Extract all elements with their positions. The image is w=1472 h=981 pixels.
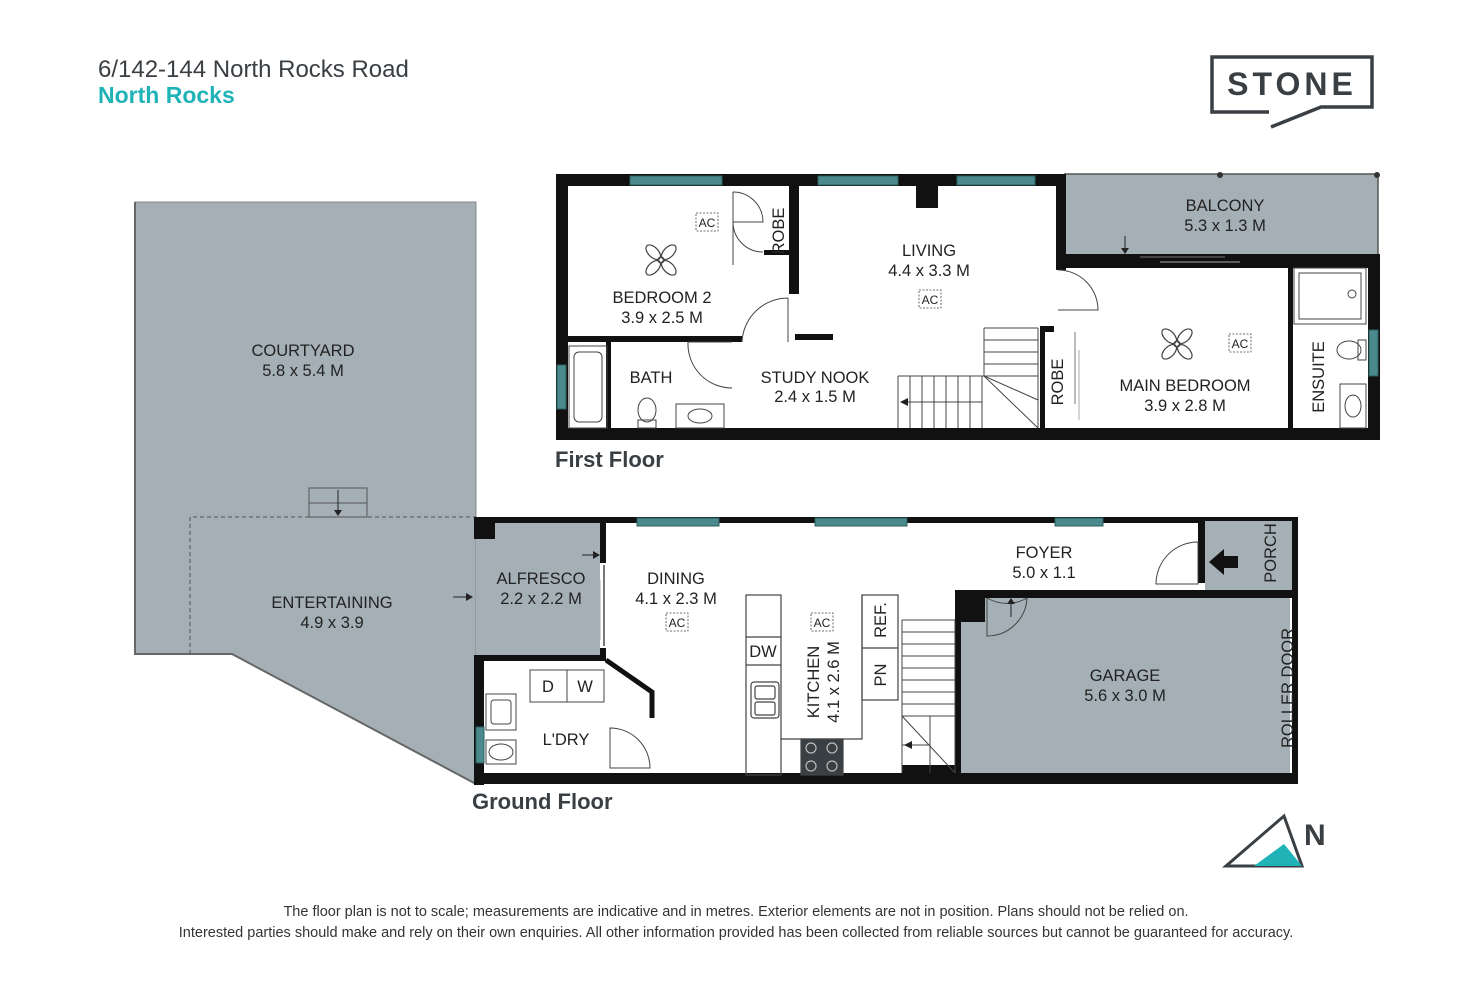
ensuite-name: ENSUITE bbox=[1310, 341, 1328, 413]
fan-icon-bedroom2 bbox=[645, 244, 677, 276]
fridge-label: REF. bbox=[872, 602, 890, 638]
fan-icon-main-bedroom bbox=[1161, 328, 1193, 360]
porch-entry-arrow bbox=[1209, 549, 1238, 575]
bath-name: BATH bbox=[630, 369, 673, 387]
svg-text:AC: AC bbox=[699, 216, 716, 230]
alfresco-area bbox=[476, 518, 600, 658]
property-suburb: North Rocks bbox=[98, 82, 235, 108]
first-windows bbox=[556, 175, 1379, 410]
ground-stairs bbox=[901, 619, 956, 774]
courtyard-name: COURTYARD bbox=[252, 342, 355, 360]
kitchen-name: KITCHEN bbox=[805, 646, 823, 718]
disclaimer-line-1: The floor plan is not to scale; measurem… bbox=[283, 904, 1189, 920]
balcony-size: 5.3 x 1.3 M bbox=[1184, 217, 1266, 235]
laundry-fixtures bbox=[485, 669, 605, 765]
balcony-area bbox=[1064, 174, 1378, 254]
foyer-name: FOYER bbox=[1016, 544, 1073, 562]
property-address: 6/142-144 North Rocks Road bbox=[98, 56, 409, 83]
entertaining-size: 4.9 x 3.9 bbox=[300, 614, 363, 632]
dryer-label: D bbox=[542, 678, 554, 696]
garage-name: GARAGE bbox=[1090, 667, 1161, 685]
disclaimer-line-2: Interested parties should make and rely … bbox=[178, 925, 1294, 941]
laundry-wall bbox=[604, 657, 655, 718]
main-bedroom-name: MAIN BEDROOM bbox=[1119, 377, 1250, 395]
ground-floor-title: Ground Floor bbox=[472, 789, 613, 814]
ground-windows bbox=[475, 517, 1104, 764]
courtyard-area bbox=[134, 201, 477, 785]
stone-logo: STONE bbox=[1210, 55, 1374, 129]
first-stairs bbox=[897, 327, 1039, 429]
alfresco-size: 2.2 x 2.2 M bbox=[500, 590, 582, 608]
courtyard-size: 5.8 x 5.4 M bbox=[262, 362, 344, 380]
svg-text:AC: AC bbox=[922, 293, 939, 307]
first-floor-title: First Floor bbox=[555, 447, 664, 472]
pantry-label: PN bbox=[872, 664, 890, 687]
garage-area bbox=[960, 598, 1290, 778]
kitchen-bench bbox=[745, 594, 899, 776]
garage-size: 5.6 x 3.0 M bbox=[1084, 687, 1166, 705]
svg-text:AC: AC bbox=[1232, 337, 1249, 351]
bedroom2-size: 3.9 x 2.5 M bbox=[621, 309, 703, 327]
ac-unit-icon: AC AC AC AC AC bbox=[665, 212, 1252, 632]
robe1-name: ROBE bbox=[770, 208, 788, 255]
courtyard-outline bbox=[134, 202, 477, 785]
roller-door-name: ROLLER DOOR bbox=[1279, 628, 1297, 748]
bedroom2-name: BEDROOM 2 bbox=[612, 289, 711, 307]
porch-name: PORCH bbox=[1262, 523, 1280, 583]
svg-text:AC: AC bbox=[814, 616, 831, 630]
dishwasher-label: DW bbox=[749, 643, 777, 661]
first-floor-walls bbox=[556, 174, 1380, 440]
bath-fixtures bbox=[568, 267, 1367, 429]
svg-text:AC: AC bbox=[669, 616, 686, 630]
robe2-name: ROBE bbox=[1049, 359, 1067, 406]
alfresco-name: ALFRESCO bbox=[497, 570, 586, 588]
washer-label: W bbox=[577, 678, 593, 696]
study-name: STUDY NOOK bbox=[761, 369, 870, 387]
main-bedroom-size: 3.9 x 2.8 M bbox=[1144, 397, 1226, 415]
kitchen-size: 4.1 x 2.6 M bbox=[825, 641, 843, 723]
study-size: 2.4 x 1.5 M bbox=[774, 388, 856, 406]
entertaining-name: ENTERTAINING bbox=[271, 594, 392, 612]
balcony-name: BALCONY bbox=[1186, 197, 1265, 215]
north-compass-icon: N bbox=[1221, 813, 1326, 868]
logo-text: STONE bbox=[1227, 66, 1357, 102]
living-size: 4.4 x 3.3 M bbox=[888, 262, 970, 280]
laundry-name: L'DRY bbox=[543, 731, 590, 749]
dining-name: DINING bbox=[647, 570, 705, 588]
foyer-size: 5.0 x 1.1 bbox=[1012, 564, 1075, 582]
dining-size: 4.1 x 2.3 M bbox=[635, 590, 717, 608]
living-name: LIVING bbox=[902, 242, 956, 260]
svg-text:N: N bbox=[1304, 819, 1326, 852]
